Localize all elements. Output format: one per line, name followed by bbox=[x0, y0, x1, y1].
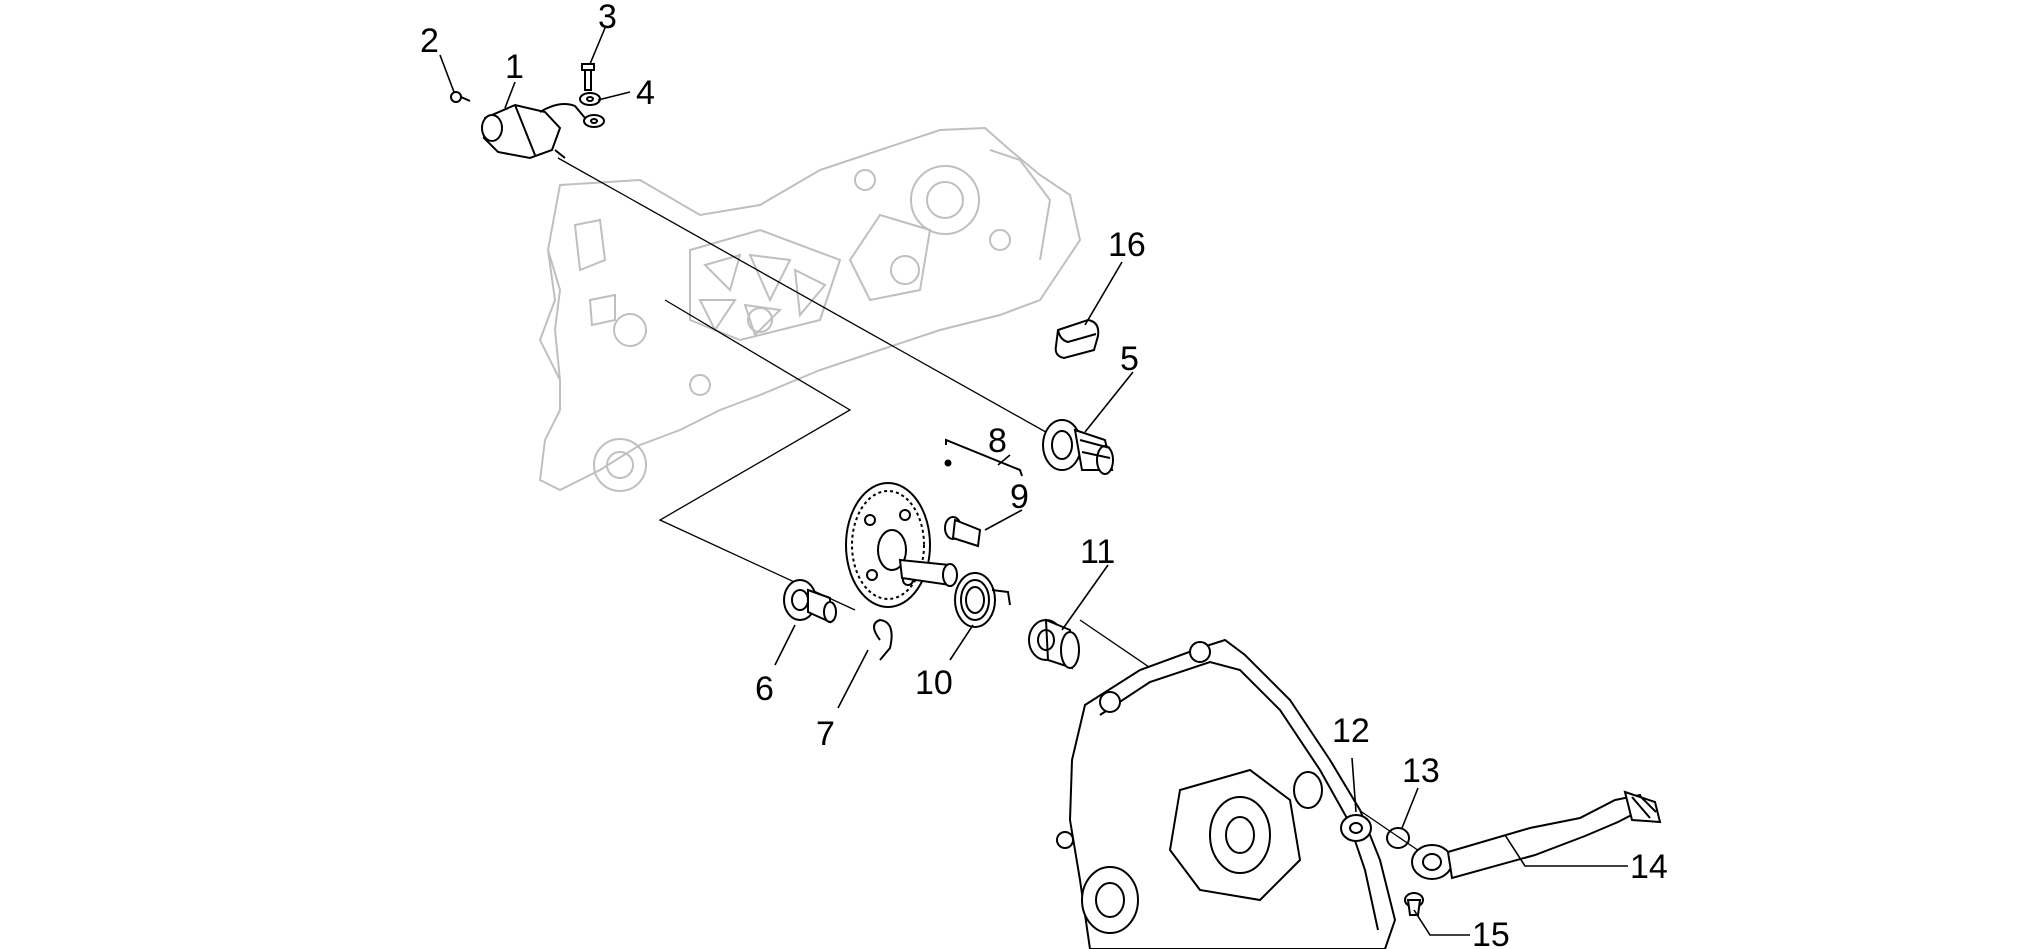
lever-bolt-part bbox=[1404, 892, 1424, 916]
callout-label-4: 4 bbox=[636, 74, 655, 112]
callout-label-11: 11 bbox=[1080, 533, 1115, 571]
bushing-part bbox=[1028, 618, 1080, 670]
pin-part bbox=[944, 516, 982, 548]
callout-label-1: 1 bbox=[505, 48, 524, 86]
gear-shaft-part bbox=[1042, 419, 1114, 475]
callout-label-3: 3 bbox=[598, 0, 617, 36]
washer-large-part bbox=[1340, 814, 1372, 842]
screw-small-part bbox=[450, 91, 471, 103]
callout-label-8: 8 bbox=[988, 422, 1007, 460]
callout-label-7: 7 bbox=[816, 715, 835, 753]
clip-part bbox=[873, 618, 893, 661]
large-gear-part bbox=[845, 482, 958, 608]
kick-lever-part bbox=[1411, 790, 1662, 880]
washer-part bbox=[579, 92, 605, 128]
callout-label-12: 12 bbox=[1332, 712, 1370, 750]
callout-label-13: 13 bbox=[1402, 752, 1440, 790]
callout-label-14: 14 bbox=[1630, 848, 1668, 886]
starter-motor-part bbox=[481, 103, 586, 160]
small-gear-part bbox=[783, 579, 837, 624]
spring-part bbox=[954, 572, 1011, 628]
callout-label-6: 6 bbox=[755, 670, 774, 708]
callout-label-2: 2 bbox=[420, 22, 439, 60]
callout-label-5: 5 bbox=[1120, 340, 1139, 378]
leader-lines bbox=[439, 27, 1628, 936]
bolt-part bbox=[581, 63, 595, 91]
transmission-cover-part bbox=[1056, 638, 1397, 949]
circlip-part bbox=[1386, 827, 1410, 849]
callout-label-16: 16 bbox=[1108, 226, 1146, 264]
callout-labels: 2 1 3 4 16 5 8 9 11 6 10 7 12 13 14 15 bbox=[420, 0, 1668, 949]
callout-label-9: 9 bbox=[1010, 478, 1029, 516]
callout-label-15: 15 bbox=[1472, 916, 1510, 949]
key-spacer-part bbox=[1054, 318, 1100, 360]
callout-label-10: 10 bbox=[915, 664, 953, 702]
kit-bracket bbox=[944, 438, 1023, 477]
crankcase-ghost-outline bbox=[538, 126, 1082, 492]
